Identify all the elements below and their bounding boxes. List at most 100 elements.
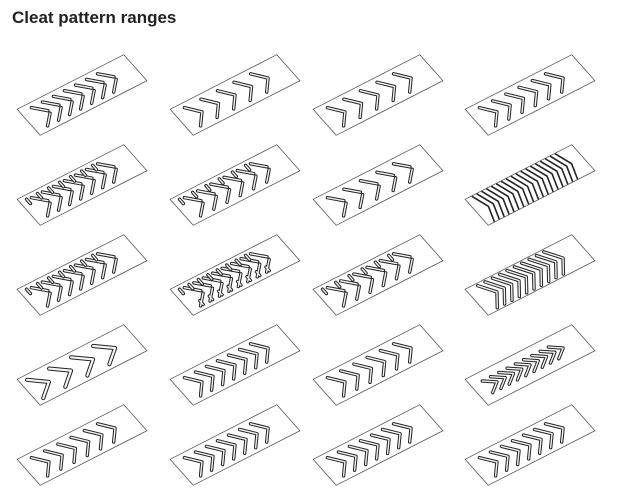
cleat-highlight — [178, 196, 204, 217]
cleat-highlight — [513, 266, 535, 290]
cleat-highlight — [518, 86, 538, 107]
cleat-highlight — [376, 171, 397, 192]
cleat-highlight — [522, 434, 542, 455]
cleat-highlight — [489, 375, 506, 390]
cleat — [554, 153, 579, 180]
cleat-highlight — [70, 356, 95, 377]
cleat-highlight — [96, 423, 116, 443]
cleat-pattern-tile — [312, 54, 444, 136]
cleat-highlight — [92, 344, 117, 366]
cleat-highlight — [481, 380, 498, 394]
cleat-highlight — [192, 190, 217, 210]
cleat — [549, 155, 574, 183]
cleat-highlight — [63, 90, 84, 110]
cleat-highlight — [531, 354, 548, 368]
cleat-pattern-tile — [464, 144, 596, 226]
cleat-pattern-tile — [16, 54, 148, 136]
cleat — [491, 185, 515, 213]
cleat-highlight — [249, 343, 269, 363]
cleat-highlight — [478, 456, 498, 477]
belt-outline — [169, 144, 301, 226]
cleat-highlight — [359, 90, 379, 110]
cleat-highlight — [25, 286, 51, 307]
cleat-highlight — [348, 445, 368, 466]
cleat-highlight — [321, 286, 347, 307]
cleat-highlight — [227, 354, 247, 375]
cleat-pattern-tile — [16, 234, 148, 316]
cleat-highlight — [535, 254, 557, 279]
cleat-highlight — [370, 434, 390, 455]
cleat-highlight — [514, 363, 531, 377]
cleat-highlight — [74, 84, 95, 105]
cleat-highlight — [227, 434, 247, 455]
cleat-highlight — [326, 106, 346, 127]
cleat-highlight — [491, 277, 513, 302]
belt-outline — [464, 54, 596, 136]
cleat-highlight — [249, 423, 269, 443]
cleat-highlight — [392, 163, 413, 183]
cleat-highlight — [36, 281, 62, 301]
cleat — [535, 163, 559, 190]
cleat-highlight — [544, 73, 564, 93]
cleat-highlight — [36, 191, 62, 211]
cleat-highlight — [335, 280, 360, 300]
cleat-highlight — [52, 95, 73, 116]
cleat-highlight — [69, 264, 95, 285]
cleat-highlight — [30, 456, 50, 477]
cleat-pattern-tile — [312, 404, 444, 486]
cleat-highlight — [47, 275, 73, 296]
belt-outline — [312, 234, 444, 316]
cleat — [476, 193, 500, 220]
cleat-highlight — [231, 169, 257, 190]
cleat-highlight — [528, 258, 550, 283]
cleat-highlight — [194, 451, 214, 471]
cleat-pattern-tile — [169, 404, 301, 486]
cleat-highlight — [476, 284, 498, 309]
cleat-highlight — [25, 196, 51, 217]
cleat-highlight — [511, 440, 531, 460]
cleat-highlight — [183, 106, 203, 127]
cleat — [486, 188, 510, 215]
cleat-highlight — [339, 370, 359, 390]
cleat-highlight — [374, 259, 400, 280]
cleat-highlight — [359, 440, 379, 460]
cleat — [471, 195, 496, 223]
cleat-highlight — [531, 79, 551, 100]
cleat-highlight — [47, 185, 73, 206]
cleat-highlight — [194, 371, 214, 391]
cleat-pattern-tile — [312, 324, 444, 406]
belt-outline — [16, 324, 148, 406]
cleat-highlight — [218, 176, 244, 197]
cleat-highlight — [205, 445, 225, 466]
cleat-highlight — [91, 163, 117, 183]
cleat-highlight — [216, 90, 236, 110]
cleat-highlight — [80, 168, 106, 189]
cleat-highlight — [238, 428, 258, 449]
cleat — [520, 170, 544, 198]
cleat-highlight — [484, 281, 506, 305]
cleat-highlight — [233, 81, 253, 102]
cleat-highlight — [58, 180, 84, 200]
cleat-highlight — [359, 180, 380, 200]
cleat-highlight — [381, 428, 401, 449]
cleat — [481, 190, 505, 218]
cleat-highlight — [244, 163, 270, 183]
cleat-highlight — [326, 196, 347, 217]
cleat-highlight — [499, 273, 521, 298]
cleat-highlight — [361, 266, 387, 287]
cleat-highlight — [505, 93, 525, 114]
cleat-highlight — [478, 106, 498, 127]
cleat-pattern-tile — [169, 324, 301, 406]
cleat-highlight — [183, 456, 203, 477]
cleat-highlight — [249, 73, 269, 93]
cleat-highlight — [85, 78, 106, 99]
cleat-highlight — [491, 100, 511, 120]
cleat-highlight — [30, 106, 51, 127]
cleat-highlight — [25, 378, 51, 400]
cleat-highlight — [521, 262, 543, 286]
cleat-highlight — [205, 365, 225, 386]
cleat-highlight — [48, 367, 73, 388]
cleat-highlight — [337, 451, 357, 471]
cleat — [495, 183, 520, 210]
cleat-highlight — [392, 73, 412, 93]
